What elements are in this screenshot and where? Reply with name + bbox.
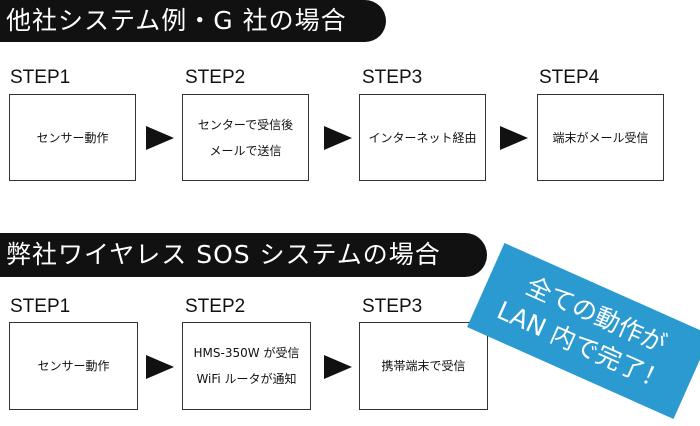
section1-step2-label: STEP2 (185, 67, 246, 88)
arrow-right-icon (146, 126, 174, 150)
section1-step3-box: インターネット経由 (359, 94, 486, 181)
section2-step1-text: センサー動作 (37, 359, 110, 373)
section2-step1-label: STEP1 (10, 296, 71, 317)
section2-step3-text: 携帯端末で受信 (381, 359, 466, 373)
section1-step4-text: 端末がメール受信 (552, 130, 649, 145)
section2-step2-label: STEP2 (185, 296, 246, 317)
arrow-right-icon (146, 355, 174, 379)
section2-step1-box: センサー動作 (9, 322, 138, 410)
section2-step3-box: 携帯端末で受信 (359, 322, 488, 410)
section1-step1-label: STEP1 (10, 67, 71, 88)
arrow-right-icon (500, 126, 528, 150)
section1-step1-box: センサー動作 (9, 94, 136, 181)
section1-step1-text: センサー動作 (36, 130, 109, 145)
section1-title: 他社システム例・G 社の場合 (0, 0, 386, 42)
section1-step2-box: センターで受信後 メールで送信 (182, 94, 309, 181)
section2-step2-box: HMS-350W が受信 WiFi ルータが通知 (182, 322, 311, 410)
section1-step3-text: インターネット経由 (368, 130, 477, 145)
section2-step3-label: STEP3 (362, 296, 423, 317)
section2-title: 弊社ワイヤレス SOS システムの場合 (0, 233, 487, 277)
lan-callout: 全ての動作が LAN 内で完了！ (467, 243, 700, 419)
arrow-right-icon (324, 355, 352, 379)
section1-step2-line2: メールで送信 (209, 143, 282, 158)
section1-step4-label: STEP4 (539, 67, 600, 88)
arrow-right-icon (324, 126, 352, 150)
section1-step2-line1: センターで受信後 (197, 117, 294, 132)
section2-step2-line2: WiFi ルータが通知 (196, 372, 297, 386)
section1-step4-box: 端末がメール受信 (537, 94, 664, 181)
section1-step3-label: STEP3 (362, 67, 423, 88)
section2-step2-line1: HMS-350W が受信 (193, 346, 300, 360)
